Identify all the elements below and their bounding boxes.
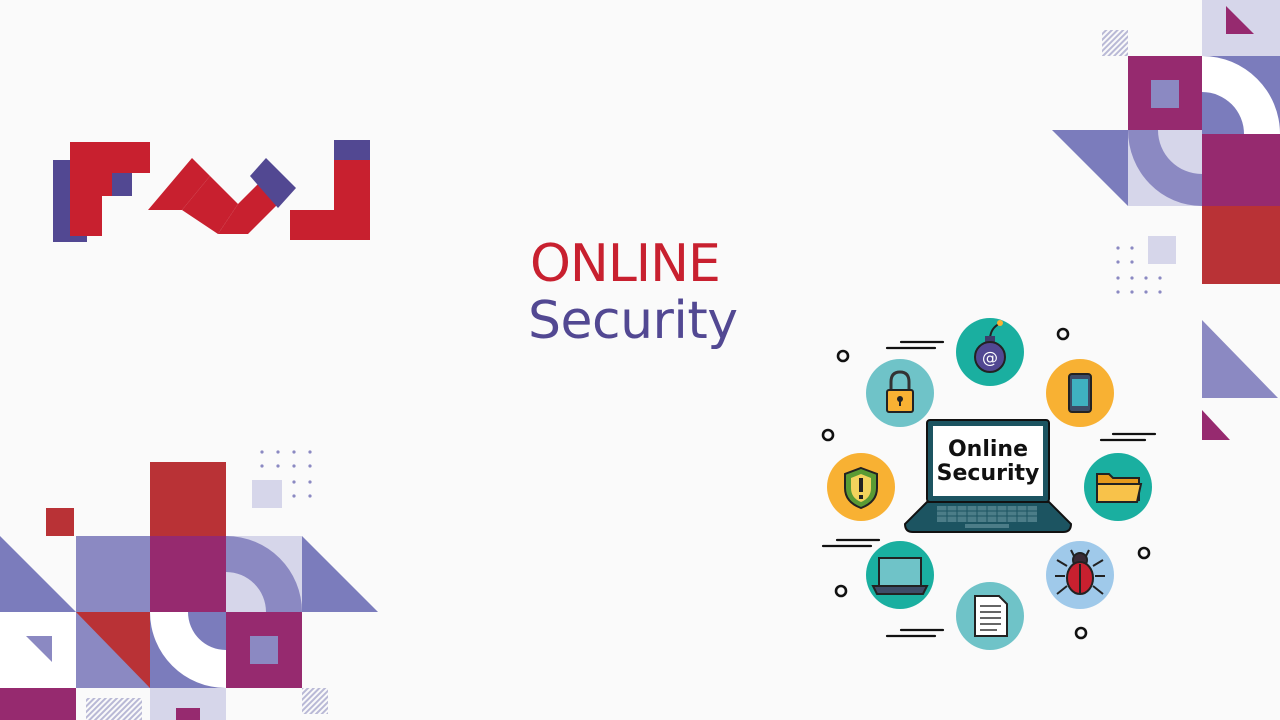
document-icon (956, 582, 1024, 650)
bomb-email-icon: @ (956, 318, 1024, 386)
central-laptop: Online Security (903, 419, 1073, 533)
shield-icon (827, 453, 895, 521)
slide-title-line2: Security (528, 291, 738, 351)
padlock-icon (866, 359, 934, 427)
bug-icon (1046, 541, 1114, 609)
laptop-icon (866, 541, 934, 609)
top-right-decoration (1052, 0, 1280, 440)
phone-icon (1046, 359, 1114, 427)
bottom-left-decoration (0, 450, 378, 720)
svg-text:@: @ (982, 348, 998, 367)
slide-title-line1: ONLINE (530, 234, 721, 294)
fmj-logo (53, 140, 370, 242)
screen-text-line1: Online (948, 437, 1028, 462)
folder-icon (1084, 453, 1152, 521)
screen-text-line2: Security (937, 461, 1040, 486)
online-security-illustration: @ (821, 318, 1157, 650)
